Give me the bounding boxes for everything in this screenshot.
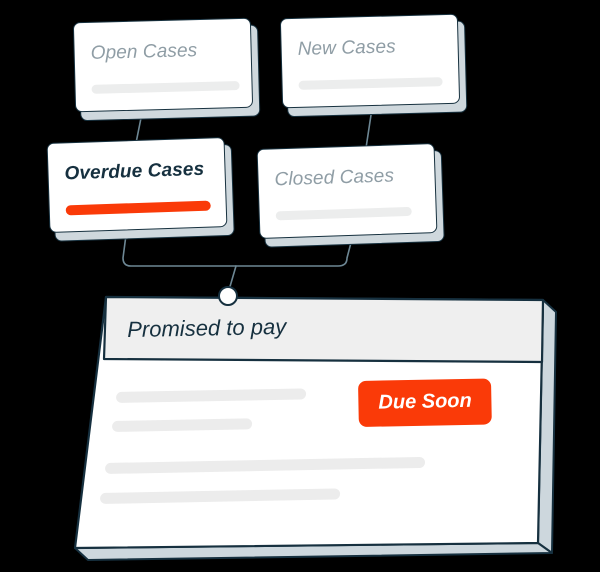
- card-face: Open Cases: [72, 17, 254, 113]
- card-title: Overdue Cases: [64, 158, 205, 185]
- card-title: Closed Cases: [274, 165, 395, 191]
- due-soon-badge[interactable]: Due Soon: [358, 378, 493, 427]
- card-face: Closed Cases: [256, 143, 438, 239]
- card-face: New Cases: [279, 13, 461, 109]
- card-accent-bar: [65, 200, 211, 216]
- card-placeholder-bar: [298, 77, 443, 90]
- junction-node-icon: [218, 286, 238, 306]
- connector-open-to-overdue: [135, 117, 142, 144]
- card-title: New Cases: [297, 36, 396, 60]
- card-new-cases[interactable]: New Cases: [279, 13, 468, 118]
- connector-bus: [122, 234, 354, 267]
- card-title: Open Cases: [90, 40, 198, 64]
- card-placeholder-bar: [91, 81, 240, 94]
- connector-new-to-closed: [365, 114, 372, 149]
- card-placeholder-bar: [275, 206, 412, 221]
- card-overdue-cases[interactable]: Overdue Cases: [46, 137, 235, 242]
- card-open-cases[interactable]: Open Cases: [72, 17, 261, 122]
- card-closed-cases[interactable]: Closed Cases: [256, 143, 445, 248]
- card-face: Overdue Cases: [46, 137, 228, 233]
